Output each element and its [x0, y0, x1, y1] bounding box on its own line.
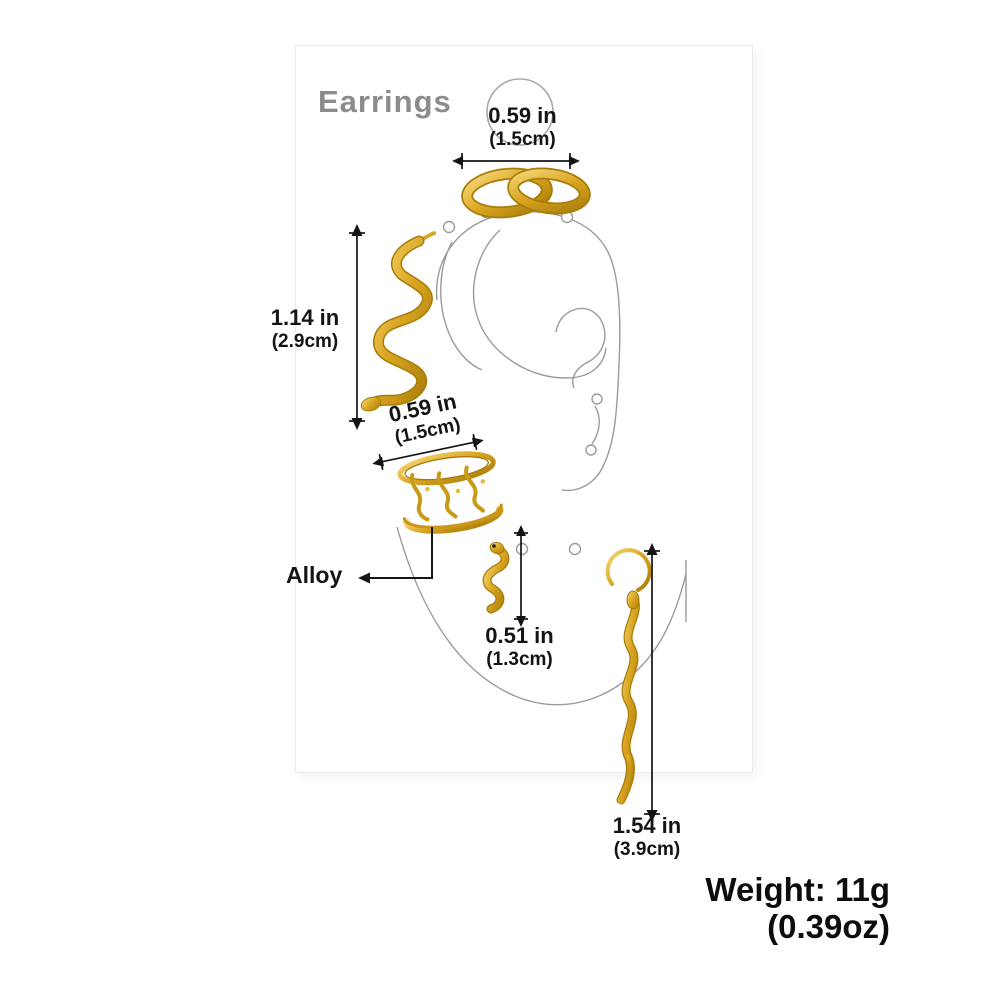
dim-label-snake-stud: 0.51 in (1.3cm): [462, 623, 577, 670]
dim-cm: (1.5cm): [489, 128, 556, 150]
dim-cm: (1.3cm): [486, 648, 553, 670]
dim-label-snake-cuff: 1.14 in (2.9cm): [255, 305, 355, 352]
material-label: Alloy: [286, 562, 343, 588]
dim-inches: 1.54 in: [612, 813, 682, 838]
weight-grams: Weight: 11g: [705, 871, 890, 908]
dim-cm: (3.9cm): [613, 838, 681, 860]
dim-inches: 1.14 in: [270, 305, 340, 330]
card-brand-title: Earrings: [318, 84, 452, 119]
weight-label: Weight: 11g (0.39oz): [600, 871, 890, 946]
dim-cm: (2.9cm): [271, 330, 339, 352]
dim-label-snake-drop: 1.54 in (3.9cm): [592, 813, 702, 860]
dim-inches: 0.59 in: [488, 103, 557, 128]
dim-label-top-hoop: 0.59 in (1.5cm): [455, 103, 590, 150]
dim-inches: 0.51 in: [485, 623, 554, 648]
weight-ounces: (0.39oz): [767, 907, 890, 945]
